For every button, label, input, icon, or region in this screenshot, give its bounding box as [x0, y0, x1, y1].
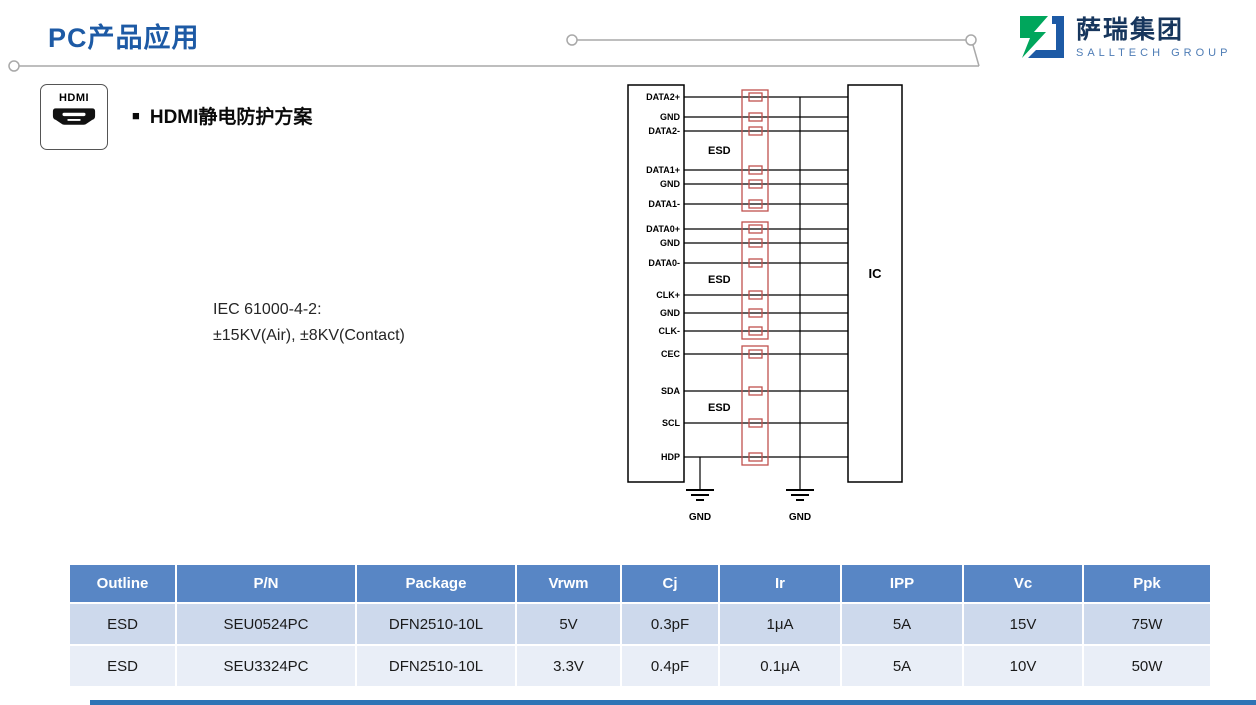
- table-cell: 0.1μA: [718, 644, 842, 688]
- table-cell: 0.4pF: [620, 644, 720, 688]
- signal-lines: [684, 96, 848, 490]
- table-cell: 75W: [1082, 602, 1212, 646]
- table-cell: DFN2510-10L: [355, 644, 517, 688]
- signal-label: HDP: [661, 452, 680, 462]
- iec-line-2: ±15KV(Air), ±8KV(Contact): [213, 327, 405, 345]
- page-title: PC产品应用: [48, 23, 200, 53]
- logo-text: 萨瑞集团 SALLTECH GROUP: [1076, 17, 1231, 59]
- hdmi-connector-icon: [52, 108, 96, 125]
- table-row: ESD SEU3324PC DFN2510-10L 3.3V 0.4pF 0.1…: [68, 644, 1212, 688]
- esd-packages: [741, 89, 769, 466]
- signal-label: SDA: [661, 386, 681, 396]
- bottom-accent-bar: [90, 700, 1256, 705]
- signal-label: DATA2+: [646, 92, 680, 102]
- table-cell: 5A: [840, 644, 964, 688]
- table-cell: 15V: [962, 602, 1084, 646]
- table-cell: DFN2510-10L: [355, 602, 517, 646]
- col-header-vc: Vc: [962, 563, 1084, 604]
- table-cell: 1μA: [718, 602, 842, 646]
- signal-pin-box: [627, 84, 685, 483]
- gnd-label: GND: [789, 512, 811, 523]
- ic-box: [847, 84, 903, 483]
- circuit-diagram: DATA2+ GND DATA2- DATA1+ GND DATA1- DATA…: [627, 84, 903, 523]
- signal-label: CLK-: [659, 326, 681, 336]
- decor-connector: [8, 34, 980, 72]
- signal-label: GND: [660, 308, 681, 318]
- decor-lines: [19, 39, 980, 67]
- table-cell: SEU0524PC: [175, 602, 357, 646]
- col-header-cj: Cj: [620, 563, 720, 604]
- signal-label: GND: [660, 179, 681, 189]
- hdmi-badge-label: HDMI: [58, 92, 90, 104]
- signal-label: SCL: [662, 418, 681, 428]
- table-cell: 50W: [1082, 644, 1212, 688]
- col-header-outline: Outline: [68, 563, 177, 604]
- table-cell: SEU3324PC: [175, 644, 357, 688]
- ic-label: IC: [869, 266, 883, 281]
- section-heading: HDMI静电防护方案: [149, 107, 313, 128]
- iec-line-1: IEC 61000-4-2:: [213, 301, 322, 318]
- signal-label: GND: [660, 112, 681, 122]
- esd-label: ESD: [708, 402, 731, 414]
- table-row: ESD SEU0524PC DFN2510-10L 5V 0.3pF 1μA 5…: [68, 602, 1212, 646]
- hdmi-badge: HDMI: [40, 84, 108, 150]
- table-header-row: Outline P/N Package Vrwm Cj Ir IPP Vc Pp…: [68, 563, 1212, 604]
- ground-symbols: [686, 489, 814, 501]
- iec-note: IEC 61000-4-2: ±15KV(Air), ±8KV(Contact): [213, 297, 405, 350]
- gnd-label: GND: [689, 512, 711, 523]
- logo-mark-icon: [1020, 16, 1064, 58]
- signal-labels: DATA2+ GND DATA2- DATA1+ GND DATA1- DATA…: [646, 92, 680, 462]
- table-cell: 5A: [840, 602, 964, 646]
- signal-label: DATA1+: [646, 165, 680, 175]
- signal-label: CLK+: [656, 290, 680, 300]
- spec-table: Outline P/N Package Vrwm Cj Ir IPP Vc Pp…: [68, 563, 1212, 688]
- logo-subtitle: SALLTECH GROUP: [1076, 46, 1232, 59]
- table-cell: ESD: [68, 602, 177, 646]
- signal-label: CEC: [661, 349, 681, 359]
- signal-label: GND: [660, 238, 681, 248]
- signal-label: DATA2-: [648, 126, 680, 136]
- esd-label: ESD: [708, 145, 731, 157]
- table-cell: 5V: [515, 602, 622, 646]
- signal-label: DATA1-: [648, 199, 680, 209]
- table-cell: 10V: [962, 644, 1084, 688]
- esd-label: ESD: [708, 274, 731, 286]
- signal-label: DATA0-: [648, 258, 680, 268]
- col-header-pn: P/N: [175, 563, 357, 604]
- table-cell: 3.3V: [515, 644, 622, 688]
- signal-label: DATA0+: [646, 224, 680, 234]
- col-header-package: Package: [355, 563, 517, 604]
- section-heading-row: ■ HDMI静电防护方案: [132, 102, 312, 129]
- table-cell: ESD: [68, 644, 177, 688]
- col-header-vrwm: Vrwm: [515, 563, 622, 604]
- col-header-ppk: Ppk: [1082, 563, 1212, 604]
- col-header-ipp: IPP: [840, 563, 964, 604]
- block-labels: ESD ESD ESD IC GND GND: [689, 145, 882, 523]
- decor-circles: [8, 34, 977, 72]
- bullet-icon: ■: [132, 108, 140, 123]
- table-cell: 0.3pF: [620, 602, 720, 646]
- logo-name: 萨瑞集团: [1076, 16, 1185, 45]
- col-header-ir: Ir: [718, 563, 842, 604]
- logo: 萨瑞集团 SALLTECH GROUP: [1012, 12, 1231, 64]
